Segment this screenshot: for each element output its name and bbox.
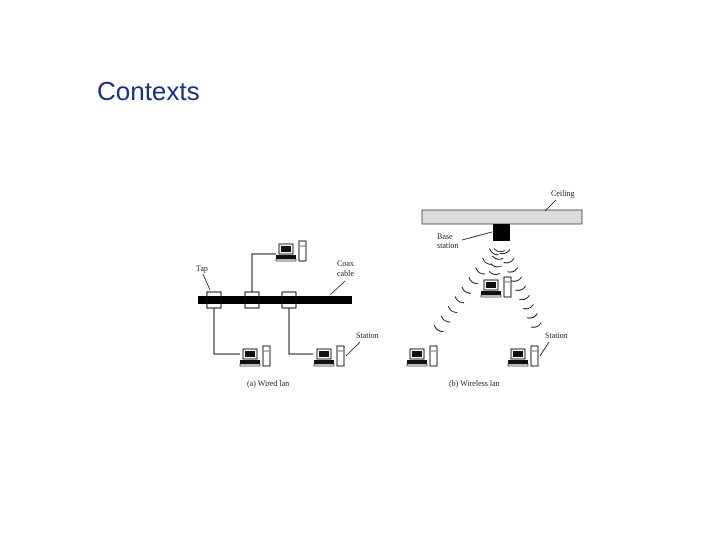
radio-waves	[433, 248, 542, 333]
radio-wave-arc	[447, 305, 458, 313]
base-pointer	[461, 231, 493, 241]
wireless-computer-left	[406, 345, 438, 367]
radio-wave-arc	[461, 286, 472, 294]
radio-wave-arc	[492, 255, 504, 260]
wireless-lan: Ceiling Base station Station (b) Wireles…	[406, 189, 583, 388]
tap-pointer	[202, 273, 211, 291]
wired-computer-right	[313, 345, 345, 367]
radio-wave-arc	[519, 294, 530, 301]
wired-computer-left	[239, 345, 271, 367]
radio-wave-arc	[433, 325, 444, 333]
wireless-station-label: Station	[545, 331, 568, 340]
ceiling-pointer	[544, 199, 557, 212]
coax-label-line1: Coax	[337, 259, 354, 268]
coax-pointer	[329, 280, 346, 296]
radio-wave-arc	[454, 296, 465, 304]
radio-wave-arc	[490, 263, 502, 268]
ceiling	[421, 209, 583, 225]
slide-title: Contexts	[97, 76, 200, 106]
wired-station-label: Station	[356, 331, 379, 340]
base-label-line2: station	[437, 241, 458, 250]
radio-wave-arc	[482, 257, 492, 265]
coax-cable	[198, 296, 352, 304]
wireless-station-pointer	[539, 341, 550, 357]
radio-wave-arc	[468, 277, 478, 285]
radio-wave-arc	[503, 258, 515, 264]
wireless-computer-center	[480, 276, 512, 298]
ceiling-label: Ceiling	[551, 189, 575, 198]
wired-lan: Tap Coax cable Station (a) Wired lan	[196, 240, 379, 388]
radio-wave-arc	[493, 248, 505, 253]
radio-wave-arc	[475, 267, 485, 275]
wired-computer-top	[275, 240, 307, 262]
radio-wave-arc	[511, 276, 523, 282]
radio-wave-arc	[530, 322, 542, 328]
wireless-caption: (b) Wireless lan	[449, 379, 500, 388]
drop-cable-3	[288, 308, 313, 355]
drop-cable-2	[251, 253, 276, 292]
wired-caption: (a) Wired lan	[247, 379, 289, 388]
radio-wave-arc	[499, 248, 511, 255]
tap-label: Tap	[196, 264, 208, 273]
radio-wave-arc	[507, 267, 519, 273]
radio-wave-arc	[523, 304, 534, 310]
base-label-line1: Base	[437, 232, 453, 241]
radio-wave-arc	[440, 315, 451, 323]
drop-cable-1	[213, 308, 240, 355]
wired-station-pointer	[345, 341, 361, 357]
base-station	[493, 224, 510, 241]
wireless-computer-right	[507, 345, 539, 367]
radio-wave-arc	[488, 270, 501, 275]
radio-wave-arc	[515, 285, 526, 291]
radio-wave-arc	[489, 248, 499, 256]
coax-label-line2: cable	[337, 269, 354, 278]
radio-wave-arc	[526, 313, 538, 319]
